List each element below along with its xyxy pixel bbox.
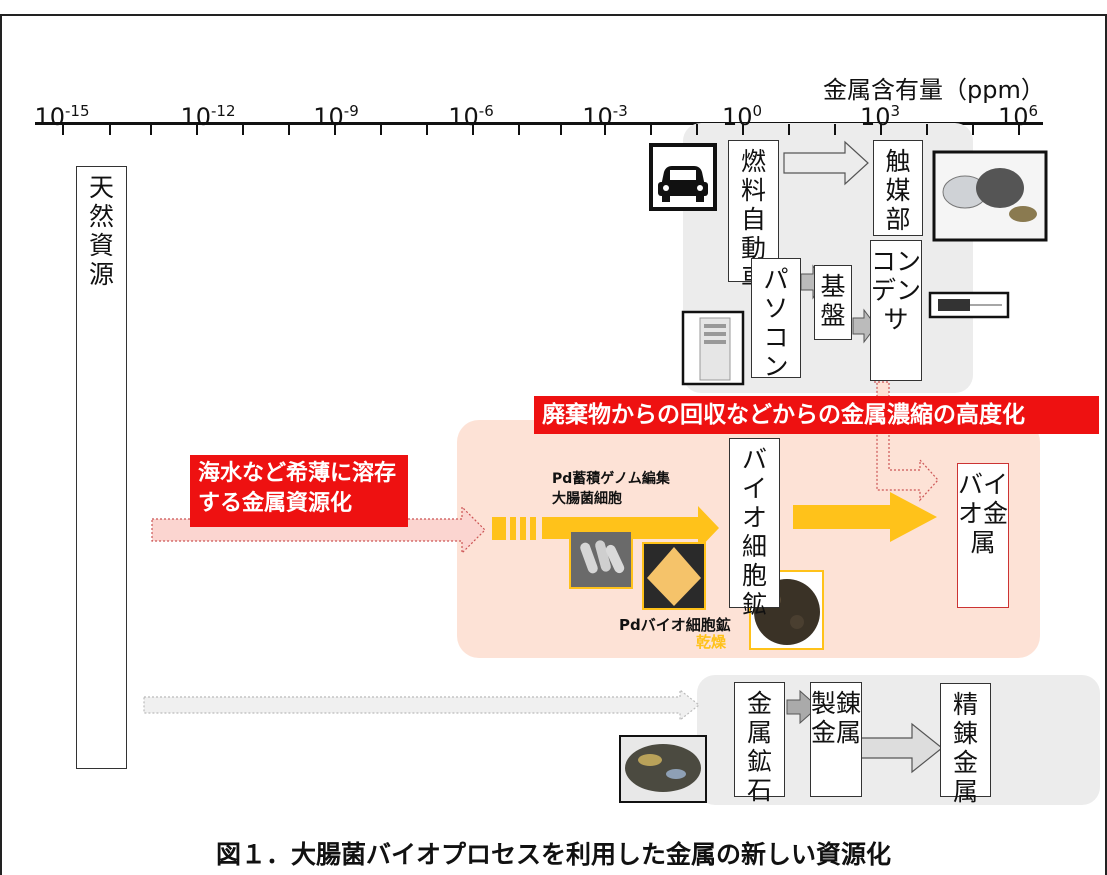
arrow-smelted-to-refined — [854, 722, 943, 774]
axis-tick-mark — [926, 124, 928, 135]
bio-metal-box: バイオ金属 — [957, 463, 1009, 608]
axis-tick-label: 100 — [721, 102, 763, 131]
pd-bio-ore-tube-image — [642, 542, 706, 610]
axis-tick-mark — [380, 124, 382, 135]
metal-ore-rock-image — [619, 735, 707, 803]
axis-tick-mark — [288, 124, 290, 135]
axis-tick-mark — [650, 124, 652, 135]
axis-tick-mark — [560, 124, 562, 135]
waste-recovery-banner: 廃棄物からの回収などからの金属濃縮の高度化 — [534, 396, 1099, 434]
natural-resources-box: 天然資源 — [76, 166, 127, 769]
axis-tick-mark — [518, 124, 520, 135]
pc-tower-image — [681, 310, 745, 386]
axis-tick-mark — [426, 124, 428, 135]
smelted-metal-box: 製錬金属 — [810, 682, 862, 797]
refined-metal-box: 精錬金属 — [940, 683, 991, 806]
axis-tick-mark — [788, 124, 790, 135]
catalyst-box: 触媒部 — [873, 140, 923, 236]
frame-left-border — [0, 14, 2, 875]
seawater-banner-line1: 海水など希薄に溶存 — [198, 461, 397, 486]
axis-tick-label: 103 — [859, 102, 901, 131]
axis-tick-label: 10-15 — [34, 102, 90, 131]
axis-tick-label: 106 — [997, 102, 1039, 131]
pd-genome-label-line2: 大腸菌細胞 — [552, 491, 622, 507]
axis-tick-mark — [62, 124, 64, 135]
axis-tick-mark — [880, 124, 882, 135]
axis-title: 金属含有量（ppm） — [823, 76, 1045, 104]
axis-tick-mark — [334, 124, 336, 135]
axis-tick-mark — [472, 124, 474, 135]
arrow-gold-to-bio-metal — [793, 492, 937, 542]
axis-tick-mark — [696, 124, 698, 135]
catalytic-converter-image — [932, 150, 1048, 242]
axis-tick-mark — [834, 124, 836, 135]
axis-tick-mark — [109, 124, 111, 135]
bio-cell-ore-box: バイオ細胞鉱 — [729, 438, 780, 619]
pd-genome-label-line1: Pd蓄積ゲノム編集 — [552, 471, 670, 487]
axis-line — [35, 122, 1043, 125]
axis-tick-mark — [972, 124, 974, 135]
capacitor-image — [928, 291, 1010, 319]
axis-tick-label: 10-12 — [180, 102, 236, 131]
seawater-banner-line2: する金属資源化 — [198, 491, 353, 516]
axis-tick-mark — [196, 124, 198, 135]
axis-tick-label: 10-9 — [313, 102, 359, 131]
metal-ore-box: 金属鉱石 — [734, 682, 785, 805]
axis-tick-mark — [150, 124, 152, 135]
frame-top-border — [0, 14, 1107, 16]
condenser-box: コンデンサ — [870, 240, 922, 381]
arrow-condenser-to-bio-metal — [874, 381, 939, 502]
dried-label: 乾燥 — [696, 633, 727, 651]
figure-caption: 図１．大腸菌バイオプロセスを利用した金属の新しい資源化 — [215, 840, 891, 869]
car-icon — [649, 143, 717, 211]
axis-tick-mark — [604, 124, 606, 135]
frame-right-border — [1105, 14, 1107, 875]
arrow-car-to-catalyst — [783, 140, 869, 186]
arrow-seawater — [151, 505, 486, 555]
arrow-natural-resource — [143, 688, 700, 722]
axis-tick-label: 10-6 — [448, 102, 494, 131]
axis-tick-mark — [242, 124, 244, 135]
seawater-banner: 海水など希薄に溶存 する金属資源化 — [190, 455, 408, 527]
board-box: 基盤 — [814, 265, 852, 340]
pc-box: パソコン — [751, 258, 801, 381]
axis-tick-label: 10-3 — [582, 102, 628, 131]
pd-bio-ore-label: Pdバイオ細胞鉱 — [619, 616, 731, 634]
ecoli-micrograph-image — [569, 530, 633, 589]
arrow-ore-to-smelted — [786, 689, 819, 725]
axis-tick-mark — [1018, 124, 1020, 135]
axis-tick-mark — [742, 124, 744, 135]
